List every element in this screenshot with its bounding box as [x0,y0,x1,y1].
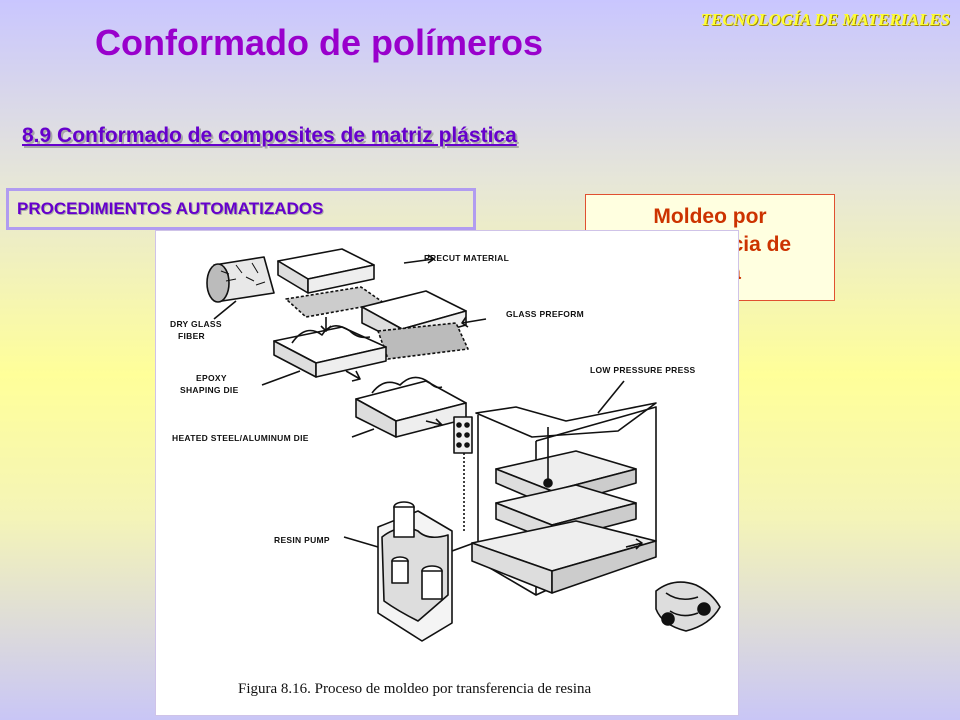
resin-pump-illustration [377,501,475,642]
epoxy-die-illustration [273,317,387,378]
label-resin-pump: RESIN PUMP [274,535,330,545]
fiber-mat-illustration [285,286,385,318]
label-glass-preform: GLASS PREFORM [506,309,584,319]
precut-material-illustration [277,248,375,294]
label-heated-die: HEATED STEEL/ALUMINUM DIE [172,433,309,443]
section-heading: 8.9 Conformado de composites de matriz p… [22,124,517,147]
label-shaping-die: SHAPING DIE [180,385,239,395]
process-figure: PRECUT MATERIAL DRY GLASS FIBER GLASS PR… [155,230,739,716]
label-fiber: FIBER [178,331,205,341]
label-precut-material: PRECUT MATERIAL [424,253,509,263]
course-header: TECNOLOGÍA DE MATERIALES [700,10,950,29]
page-title: Conformado de polímeros [95,22,544,63]
label-low-pressure-press: LOW PRESSURE PRESS [590,365,696,375]
figure-caption: Figura 8.16. Proceso de moldeo por trans… [238,681,592,697]
control-panel-illustration [453,416,473,531]
procedures-box: PROCEDIMIENTOS AUTOMATIZADOS [6,188,476,230]
process-diagram: PRECUT MATERIAL DRY GLASS FIBER GLASS PR… [170,248,721,642]
fiber-roll-illustration [206,256,275,303]
glass-preform-illustration [361,290,469,360]
car-part-illustration [625,538,721,632]
process-name-line-1: Moldeo por [653,205,767,228]
heated-die-illustration [355,376,467,438]
press-illustration [471,402,657,596]
label-dry-glass: DRY GLASS [170,319,222,329]
procedures-label: PROCEDIMIENTOS AUTOMATIZADOS [17,199,324,218]
label-epoxy: EPOXY [196,373,227,383]
